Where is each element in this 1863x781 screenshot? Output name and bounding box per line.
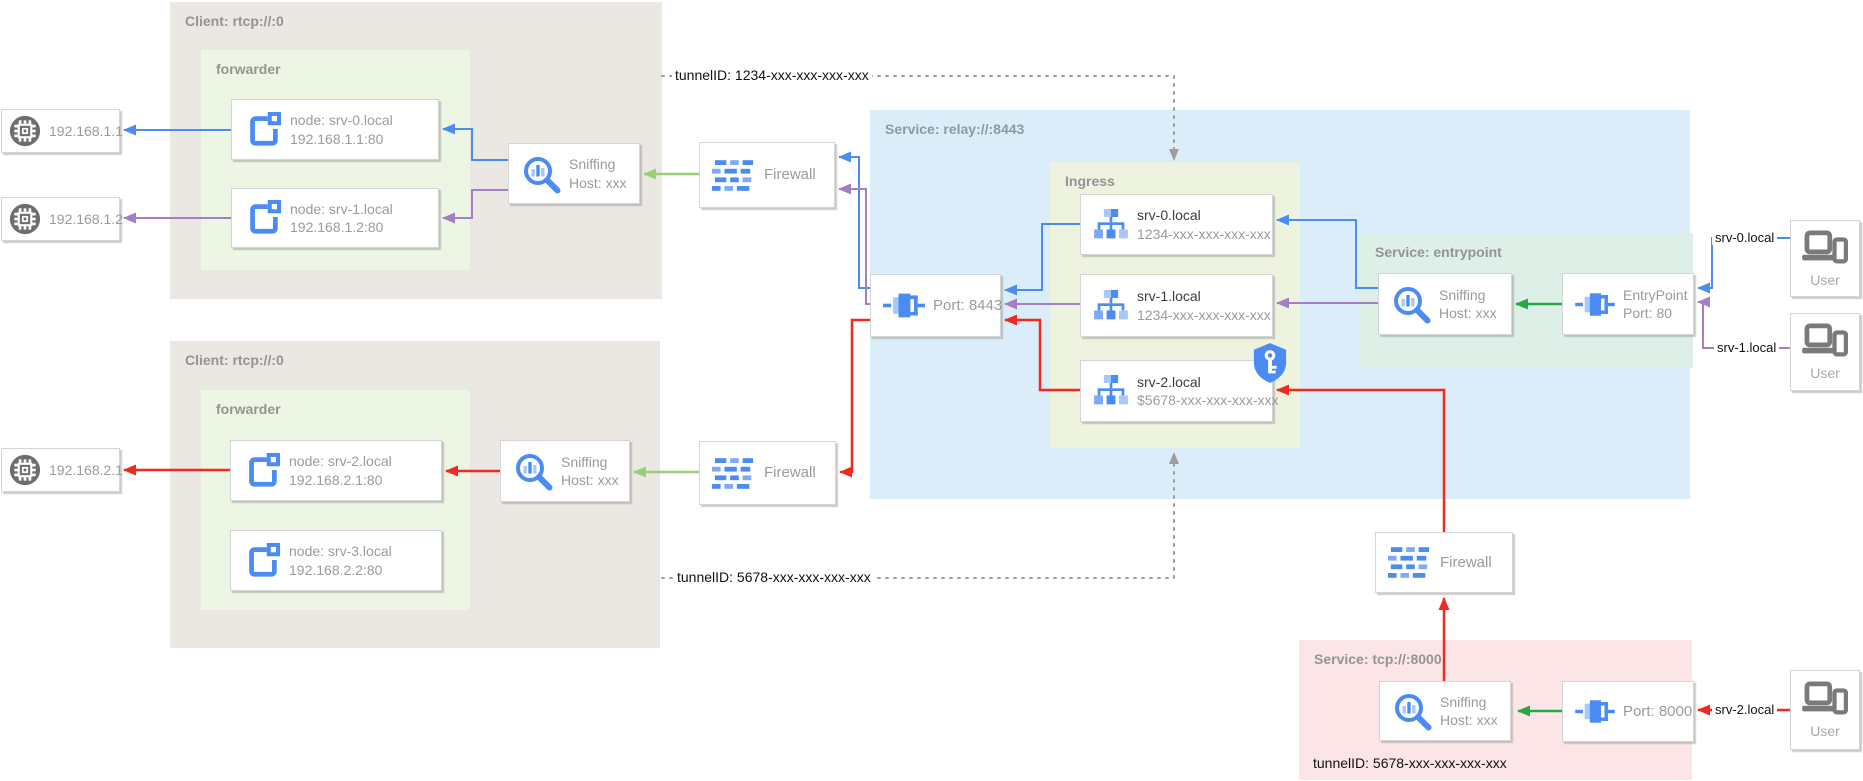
edge-label-srv2: srv-2.local xyxy=(1712,702,1778,717)
firewall2-box: Firewall xyxy=(699,441,836,505)
relay-service-title: Service: relay://:8443 xyxy=(885,121,1025,137)
port-8443-box: Port: 8443 xyxy=(870,274,1003,337)
firewall-label: Firewall xyxy=(764,464,816,482)
host-label: 192.168.2.1 xyxy=(49,461,123,478)
user-devices-icon xyxy=(1802,681,1848,719)
shield-key-icon xyxy=(1252,342,1288,384)
user-label: User xyxy=(1810,365,1840,381)
chip-icon xyxy=(9,115,41,147)
port-icon xyxy=(883,289,925,322)
sniffing-host: Host: xxx xyxy=(569,174,627,191)
node-address: 192.168.1.2:80 xyxy=(290,219,384,235)
component-icon xyxy=(244,111,282,149)
firewall3-box: Firewall xyxy=(1375,532,1513,593)
ingress-title: Ingress xyxy=(1065,173,1115,189)
sniffing-host: Host: xxx xyxy=(1439,305,1497,321)
forwarder1-title: forwarder xyxy=(216,61,281,77)
port-8000-box: Port: 8000 xyxy=(1562,681,1694,742)
client1-title: Client: rtcp://:0 xyxy=(185,13,284,29)
node-srv1-box: node: srv-1.local 192.168.1.2:80 xyxy=(231,188,439,248)
forwarder2-title: forwarder xyxy=(216,401,281,417)
node-name: node: srv-3.local xyxy=(289,543,392,560)
node-name: node: srv-2.local xyxy=(289,453,392,470)
component-icon xyxy=(243,542,281,580)
host-192-168-1-1-box: 192.168.1.1 xyxy=(1,109,123,153)
user-label: User xyxy=(1810,723,1840,739)
port-icon xyxy=(1575,289,1615,320)
entrypoint-label: EntryPoint xyxy=(1623,286,1688,303)
tunnel-id: 1234-xxx-xxx-xxx-xxx xyxy=(1137,306,1271,323)
tunnel2-id-label: tunnelID: 5678-xxx-xxx-xxx-xxx xyxy=(674,569,874,585)
sniffing-label: Sniffing xyxy=(1440,693,1487,710)
client2-title: Client: rtcp://:0 xyxy=(185,352,284,368)
sniffing-host: Host: xxx xyxy=(1440,712,1498,728)
port-label: Port: 8000 xyxy=(1623,702,1693,720)
firewall-icon xyxy=(712,458,756,489)
tcp8000-tunnel-label: tunnelID: 5678-xxx-xxx-xxx-xxx xyxy=(1313,755,1507,771)
firewall-label: Firewall xyxy=(1440,553,1492,571)
sitemap-icon xyxy=(1093,375,1129,407)
edge-label-srv1: srv-1.local xyxy=(1714,340,1780,355)
user-devices-icon xyxy=(1802,230,1848,268)
service-name: srv-0.local xyxy=(1137,207,1201,224)
port-icon xyxy=(1575,696,1615,727)
component-icon xyxy=(244,199,282,237)
user2-box: User xyxy=(1790,313,1860,391)
tunnel-id: $5678-xxx-xxx-xxx-xxx xyxy=(1137,392,1279,408)
sniffing-magnifier-icon xyxy=(1392,691,1432,731)
host-192-168-1-2-box: 192.168.1.2 xyxy=(1,197,123,241)
sniffing-label: Sniffing xyxy=(569,156,616,173)
user3-box: User xyxy=(1790,670,1860,750)
sniffing-magnifier-icon xyxy=(513,451,553,491)
sniffing-label: Sniffing xyxy=(1439,286,1486,303)
edge-label-srv0: srv-0.local xyxy=(1712,230,1778,245)
sniffing-magnifier-icon xyxy=(1391,284,1431,324)
tcp8000-service-group: Service: tcp://:8000 tunnelID: 5678-xxx-… xyxy=(1299,640,1692,780)
firewall-label: Firewall xyxy=(764,166,816,184)
firewall1-box: Firewall xyxy=(699,142,835,208)
host-label: 192.168.1.1 xyxy=(49,122,123,139)
chip-icon xyxy=(9,203,41,235)
service-name: srv-2.local xyxy=(1137,373,1201,390)
tcp8000-service-title: Service: tcp://:8000 xyxy=(1314,651,1442,667)
sniffing-magnifier-icon xyxy=(521,154,561,194)
sitemap-icon xyxy=(1093,209,1129,241)
user-devices-icon xyxy=(1802,323,1848,361)
node-address: 192.168.1.1:80 xyxy=(290,130,384,147)
entrypoint-port: Port: 80 xyxy=(1623,305,1673,321)
firewall-icon xyxy=(1388,547,1432,578)
node-name: node: srv-0.local xyxy=(290,112,393,129)
component-icon xyxy=(243,452,281,490)
node-address: 192.168.2.1:80 xyxy=(289,471,383,488)
sitemap-icon xyxy=(1093,290,1129,322)
node-address: 192.168.2.2:80 xyxy=(289,561,383,578)
tunnel-id: 1234-xxx-xxx-xxx-xxx xyxy=(1137,225,1271,242)
firewall-icon xyxy=(712,160,756,191)
sniffing-label: Sniffing xyxy=(561,453,608,470)
chip-icon xyxy=(9,454,41,486)
user-label: User xyxy=(1810,271,1840,288)
entrypoint-service-title: Service: entrypoint xyxy=(1375,244,1502,260)
service-name: srv-1.local xyxy=(1137,288,1201,305)
ingress-srv2-box: srv-2.local $5678-xxx-xxx-xxx-xxx xyxy=(1080,360,1279,422)
user1-box: User xyxy=(1790,220,1860,297)
host-192-168-2-1-box: 192.168.2.1 xyxy=(1,448,123,492)
host-label: 192.168.1.2 xyxy=(49,210,123,227)
sniffing-host: Host: xxx xyxy=(561,472,619,488)
tunnel1-id-label: tunnelID: 1234-xxx-xxx-xxx-xxx xyxy=(672,67,872,83)
node-name: node: srv-1.local xyxy=(290,200,393,217)
port-label: Port: 8443 xyxy=(933,296,1003,314)
